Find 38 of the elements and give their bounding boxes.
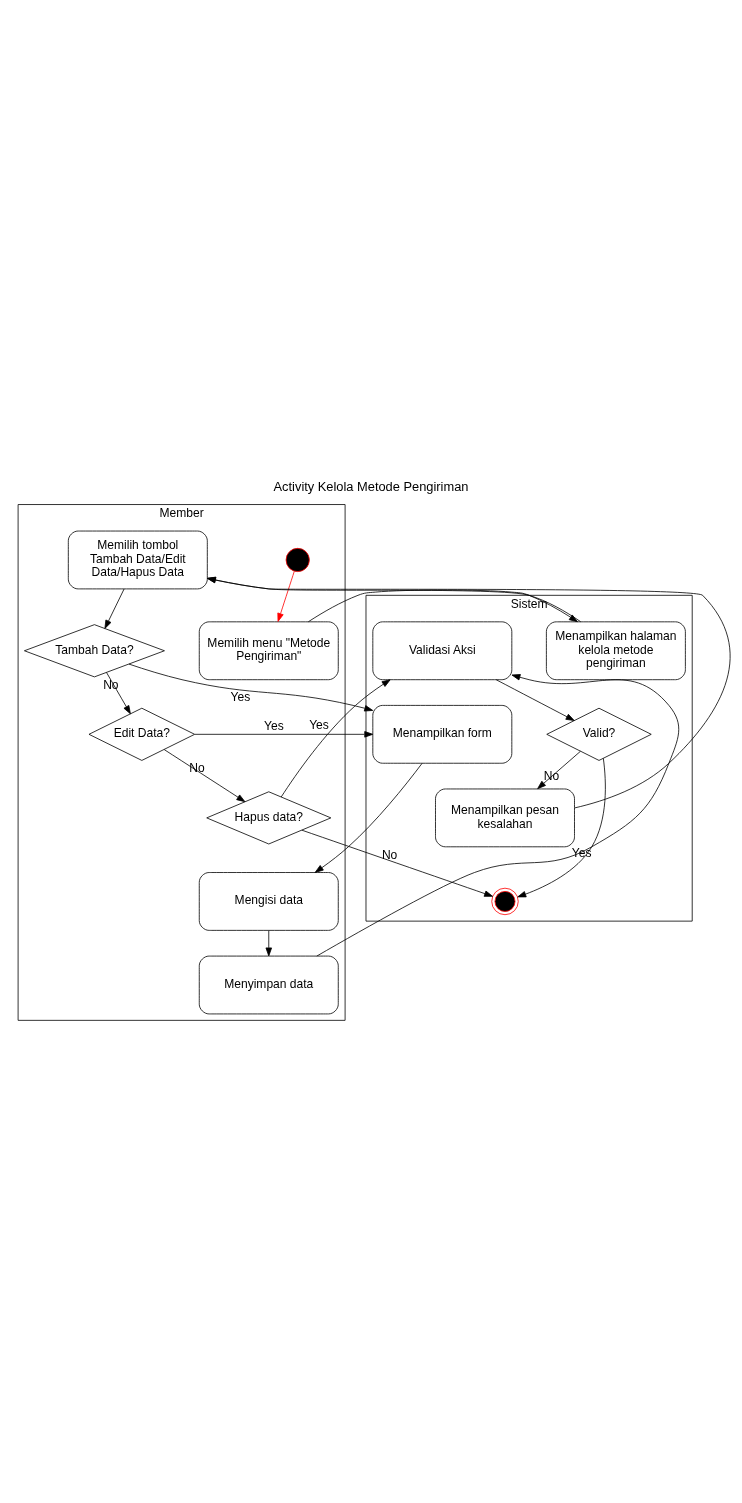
node-box: Memilih tombol Tambah Data/Edit Data/Hapus Data: [67, 530, 208, 589]
arrow: [316, 673, 680, 956]
diagram-title: Activity Kelola Metode Pengiriman: [273, 478, 469, 494]
node-diamond: Hapus data?: [206, 790, 332, 844]
arrow: [207, 576, 731, 808]
node-box: Menampilkan pesan kesalahan: [435, 788, 575, 847]
arrow: [128, 663, 374, 711]
arrow: [194, 730, 374, 738]
edge-label: Yes: [309, 717, 329, 732]
arrow: [104, 588, 125, 629]
arrow: [265, 929, 272, 956]
arrow: [517, 757, 606, 897]
edge-label: Yes: [230, 689, 251, 704]
edge-label: No: [189, 760, 205, 775]
arrow: [280, 678, 391, 797]
arrow: [537, 750, 581, 789]
node-box: Menampilkan form: [372, 704, 513, 764]
node-box: Menampilkan halaman kelola metode pengiriman: [546, 620, 686, 680]
node-diamond: Tambah Data?: [24, 623, 165, 677]
node-diamond: Edit Data?: [88, 707, 196, 761]
node-box: Mengisi data: [198, 871, 339, 931]
node-box: Validasi Aksi: [372, 620, 513, 680]
node-diamond: Valid?: [546, 707, 652, 761]
node-box: Menyimpan data: [198, 955, 339, 1014]
edge-label: No: [103, 677, 119, 692]
edge-label: Yes: [264, 718, 284, 733]
arrow: [314, 762, 423, 873]
arrow: [301, 829, 493, 897]
arrow: [207, 576, 582, 622]
node-circle: [285, 547, 310, 572]
arrow: [495, 678, 575, 721]
node-box: Memilih menu "Metode Pengiriman": [198, 620, 339, 680]
edge-label: No: [381, 847, 398, 862]
arrow: [106, 671, 131, 714]
arrow: [163, 748, 246, 802]
edge-label: No: [543, 768, 560, 783]
arrow: [308, 589, 578, 622]
arrow: [277, 570, 295, 622]
